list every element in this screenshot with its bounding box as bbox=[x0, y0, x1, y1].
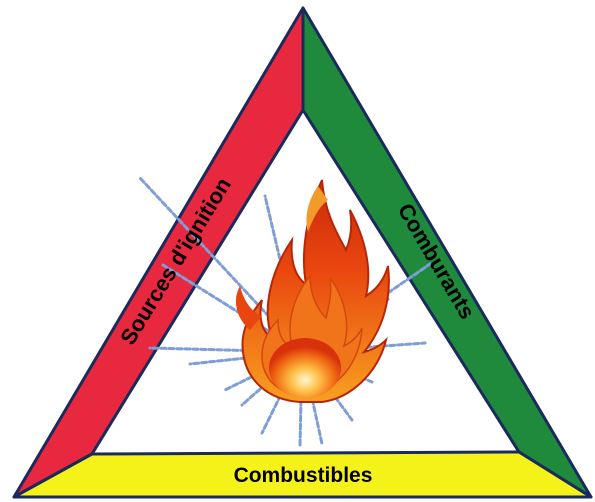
flame-core bbox=[269, 338, 341, 398]
ignition-sources-band bbox=[14, 8, 303, 497]
fuels-label: Combustibles bbox=[234, 464, 373, 487]
flame-icon bbox=[236, 180, 389, 402]
